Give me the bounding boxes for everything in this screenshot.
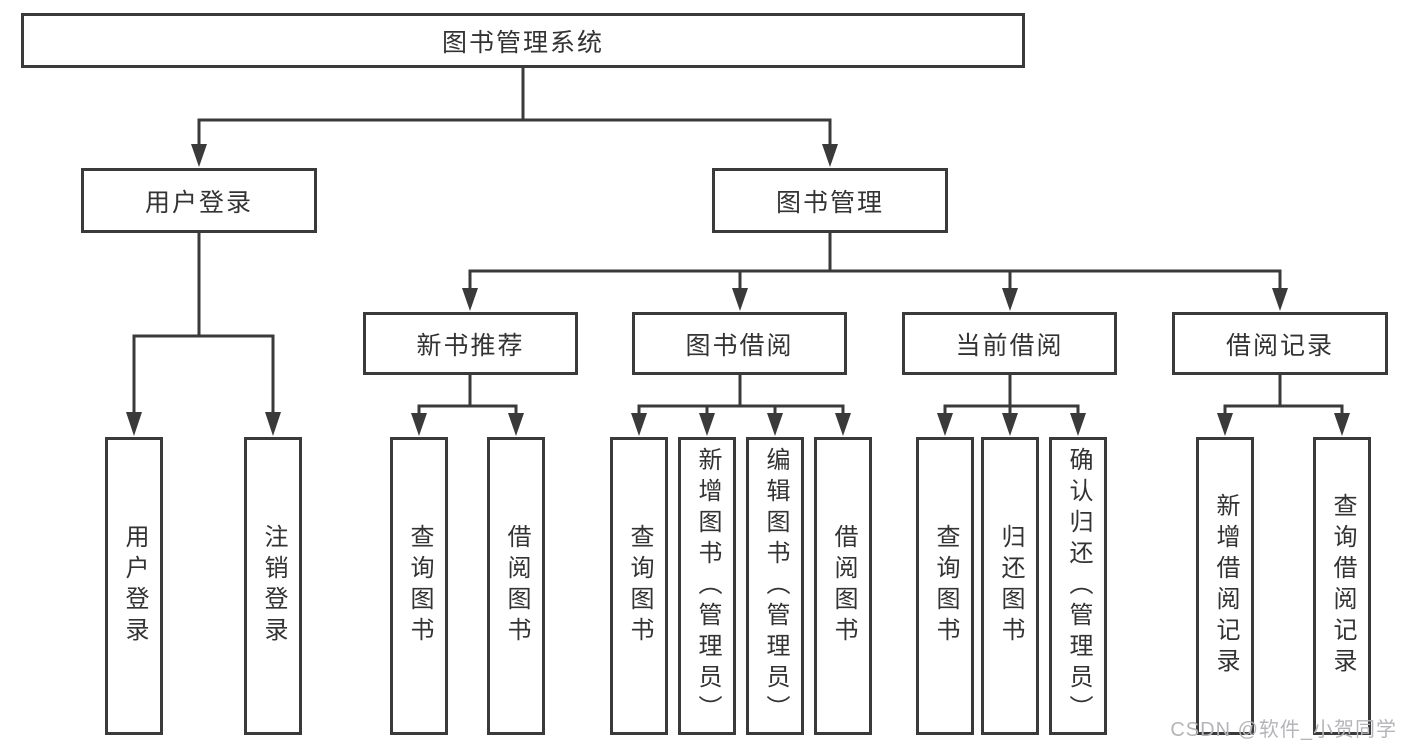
leaf-user-login: 用户登录 <box>105 437 163 735</box>
connector-userlogin-to-leaves <box>132 233 275 412</box>
leaf-edit-books-admin: 编辑图书（管理员） <box>746 437 804 735</box>
node-user-login: 用户登录 <box>81 168 317 233</box>
leaf-add-borrow-record-label: 新增借阅记录 <box>1212 493 1239 679</box>
leaf-query-borrow-record-label: 查询借阅记录 <box>1329 493 1356 679</box>
leaf-borrow-books-2-label: 借阅图书 <box>830 524 857 648</box>
leaf-confirm-return-admin: 确认归还（管理员） <box>1049 437 1107 735</box>
node-root: 图书管理系统 <box>21 13 1025 68</box>
node-book-borrowing-label: 图书借阅 <box>685 331 794 360</box>
leaf-query-books-1-label: 查询图书 <box>406 524 433 648</box>
node-current-borrowing: 当前借阅 <box>902 312 1117 375</box>
node-borrowing-records: 借阅记录 <box>1172 312 1388 375</box>
leaf-logout: 注销登录 <box>244 437 302 735</box>
node-root-label: 图书管理系统 <box>441 28 604 57</box>
arrowheads-newbooks <box>411 413 524 436</box>
csdn-watermark: CSDN @软件_小贺同学 <box>1170 719 1397 741</box>
node-book-management: 图书管理 <box>712 168 948 233</box>
node-book-borrowing: 图书借阅 <box>632 312 847 375</box>
leaf-confirm-return-admin-label: 确认归还（管理员） <box>1065 446 1092 726</box>
leaf-query-books-3: 查询图书 <box>916 437 974 735</box>
connector-newbooks-to-leaves <box>417 375 518 414</box>
node-user-login-label: 用户登录 <box>144 188 253 217</box>
arrowheads-records <box>1217 413 1350 436</box>
connector-borrow-to-leaves <box>637 375 845 414</box>
node-book-management-label: 图书管理 <box>775 188 884 217</box>
connector-root-to-level2 <box>197 68 832 146</box>
leaf-query-books-3-label: 查询图书 <box>932 524 959 648</box>
leaf-user-login-label: 用户登录 <box>121 524 148 648</box>
leaf-borrow-books-1: 借阅图书 <box>487 437 545 735</box>
leaf-borrow-books-1-label: 借阅图书 <box>503 524 530 648</box>
leaf-return-books-label: 归还图书 <box>997 524 1024 648</box>
leaf-logout-label: 注销登录 <box>260 524 287 648</box>
leaf-query-books-2: 查询图书 <box>610 437 668 735</box>
leaf-return-books: 归还图书 <box>981 437 1039 735</box>
arrowheads-current <box>937 413 1086 436</box>
leaf-add-books-admin: 新增图书（管理员） <box>678 437 736 735</box>
connector-bookmgmt-to-level3 <box>468 233 1282 289</box>
node-new-book-recommend: 新书推荐 <box>363 312 578 375</box>
node-borrowing-records-label: 借阅记录 <box>1225 331 1334 360</box>
leaf-query-books-1: 查询图书 <box>390 437 448 735</box>
connector-current-to-leaves <box>943 375 1080 414</box>
node-new-book-recommend-label: 新书推荐 <box>416 331 525 360</box>
leaf-borrow-books-2: 借阅图书 <box>814 437 872 735</box>
leaf-add-books-admin-label: 新增图书（管理员） <box>694 446 721 726</box>
node-current-borrowing-label: 当前借阅 <box>955 331 1064 360</box>
connector-records-to-leaves <box>1223 375 1344 414</box>
leaf-edit-books-admin-label: 编辑图书（管理员） <box>762 446 789 726</box>
leaf-add-borrow-record: 新增借阅记录 <box>1196 437 1254 735</box>
arrowheads-level2 <box>191 144 838 167</box>
arrowheads-borrow <box>631 413 851 436</box>
leaf-query-borrow-record: 查询借阅记录 <box>1313 437 1371 735</box>
leaf-query-books-2-label: 查询图书 <box>626 524 653 648</box>
arrowheads-userlogin <box>126 412 281 436</box>
arrowheads-level3 <box>462 288 1288 311</box>
